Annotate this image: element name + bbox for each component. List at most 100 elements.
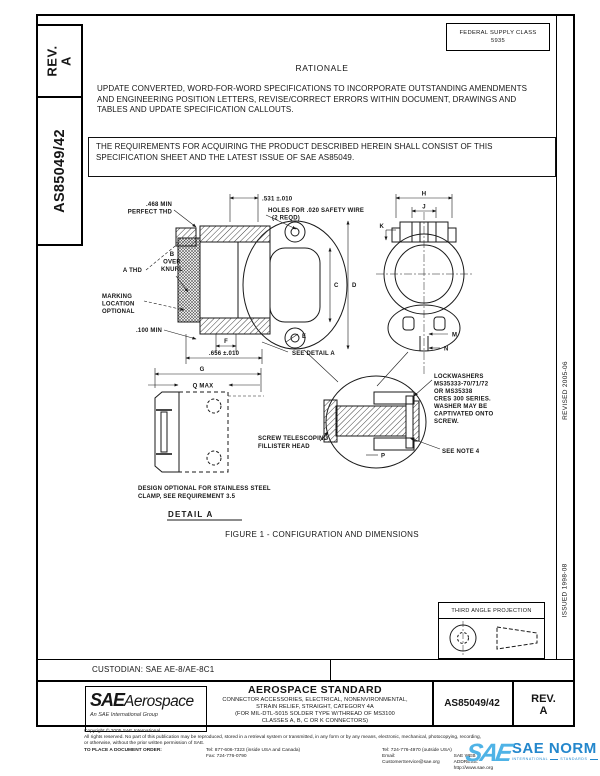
custodian-text: CUSTODIAN: SAE AE-8/AE-8C1: [92, 665, 215, 674]
side-view: [175, 220, 348, 350]
dim-m-label: M: [452, 333, 457, 339]
requirements-box: THE REQUIREMENTS FOR ACQUIRING THE PRODU…: [88, 137, 556, 177]
description-line-4: CLASSES A, B, C OR K CONNECTORS): [261, 718, 369, 724]
lockwashers-note-line-3: OR MS35338: [434, 389, 473, 395]
fax-number: Fax: 724-776-0790: [206, 753, 247, 759]
description-line-1: CONNECTOR ACCESSORIES, ELECTRICAL, NONEN…: [222, 697, 408, 703]
document-number: AS85049/42: [444, 698, 500, 709]
watermark-dash-2: [589, 758, 598, 760]
watermark-sub-standards: STANDARDS: [560, 757, 588, 761]
sae-norm-watermark: SAE SAE NORM INTERNATIONAL STANDARDS: [463, 739, 598, 767]
title-block-divider-2: [512, 682, 514, 727]
standard-type-heading: AEROSPACE STANDARD: [248, 684, 382, 696]
min-468-label-2: PERFECT THD: [128, 210, 173, 216]
min-100-label: .100 MIN: [136, 328, 162, 334]
watermark-sub-international: INTERNATIONAL: [511, 757, 549, 761]
rev-block-value: A: [539, 704, 548, 717]
issued-date-vertical: ISSUED 1998-08: [561, 562, 569, 618]
tel-inside: Tel: 877-606-7323 (inside USA and Canada…: [206, 747, 301, 753]
lockwashers-note-line-6: CAPTIVATED ONTO: [434, 412, 493, 418]
dim-531-label: .531 ±.010: [262, 197, 293, 203]
dim-f-label: F: [224, 339, 228, 345]
copyright-line: Copyright © 2005 SAE International: [84, 729, 161, 734]
web-address: SAE WEB ADDRESS: http://www.sae.org: [453, 753, 494, 772]
figure-1-drawing: .531 ±.010 HOLES FOR .020 SAFETY WIRE (2…: [102, 192, 493, 521]
lockwasher-detail: [303, 349, 441, 469]
left-margin-doc-number-box: AS85049/42: [36, 96, 83, 246]
order-label: TO PLACE A DOCUMENT ORDER:: [84, 747, 162, 753]
dim-656-label: .656 ±.010: [209, 351, 240, 357]
side-view-dimensions: [143, 194, 350, 364]
lockwashers-note-line-4: CRES 300 SERIES.: [434, 397, 491, 403]
fsc-code: 5935: [490, 38, 506, 44]
logo-tagline: An SAE International Group: [90, 712, 158, 718]
end-view: [376, 212, 472, 374]
custodian-divider: [330, 660, 331, 680]
right-margin-rule: [556, 14, 557, 659]
title-block: SAEAerospace An SAE International Group …: [36, 680, 575, 732]
dim-k-label: K: [379, 224, 384, 230]
b-label: B: [170, 252, 175, 258]
sae-logo-text: SAE: [90, 690, 125, 710]
rev-value: A: [58, 56, 74, 66]
watermark-dash-1: [550, 758, 559, 760]
see-detail-a-label: SEE DETAIL A: [292, 351, 335, 357]
dim-c-label: C: [334, 283, 339, 289]
design-optional-label-2: CLAMP, SEE REQUIREMENT 3.5: [138, 494, 236, 500]
design-optional-label-1: DESIGN OPTIONAL FOR STAINLESS STEEL: [138, 486, 271, 492]
custodian-row: CUSTODIAN: SAE AE-8/AE-8C1: [36, 659, 575, 680]
safety-wire-holes-label-1: HOLES FOR .020 SAFETY WIRE: [268, 208, 364, 214]
tel-outside: Tel: 724-776-4970 (outside USA): [382, 747, 452, 753]
dim-g-label: G: [200, 367, 205, 373]
lockwashers-note-line-1: LOCKWASHERS: [434, 374, 484, 380]
rationale-heading: RATIONALE: [295, 63, 349, 73]
aerospace-logo-text: Aerospace: [124, 693, 194, 710]
safety-wire-holes-label-2: (2 REQD): [272, 216, 300, 222]
third-angle-projection-box: THIRD ANGLE PROJECTION: [438, 602, 545, 659]
dim-j-label: J: [422, 205, 426, 211]
footer: Copyright © 2005 SAE International All r…: [84, 729, 493, 772]
figure-1-caption: FIGURE 1 - CONFIGURATION AND DIMENSIONS: [225, 530, 419, 539]
fsc-title: FEDERAL SUPPLY CLASS: [459, 30, 537, 36]
revised-date-vertical: REVISED 2005-06: [561, 360, 569, 420]
q-max-label: Q MAX: [193, 384, 214, 390]
email-address: Email: CustomerService@sae.org: [382, 753, 440, 766]
marking-label-2: LOCATION: [102, 302, 135, 308]
title-block-divider-1: [432, 682, 434, 727]
screw-label-1: SCREW TELESCOPING: [258, 436, 329, 442]
dim-e-label: E: [302, 334, 306, 340]
left-margin-rev-box: REV. A: [36, 24, 83, 98]
federal-supply-class-box: FEDERAL SUPPLY CLASS 5935: [446, 23, 550, 51]
dim-n-label: N: [444, 347, 449, 353]
third-angle-projection-label: THIRD ANGLE PROJECTION: [439, 603, 544, 619]
rationale-paragraph: UPDATE CONVERTED, WORD-FOR-WORD SPECIFIC…: [97, 84, 528, 114]
lockwashers-note-line-2: MS35333-70/71/72: [434, 382, 489, 388]
doc-number-vertical: AS85049/42: [51, 129, 68, 213]
sheet-border: [36, 14, 575, 727]
rights-line: All rights reserved. No part of this pub…: [84, 735, 481, 747]
marking-label-1: MARKING: [102, 294, 132, 300]
dim-h-label: H: [422, 192, 427, 198]
screw-label-2: FILLISTER HEAD: [258, 444, 310, 450]
detail-a-view: [148, 368, 264, 521]
dim-p-label: P: [381, 454, 385, 460]
third-angle-projection-icon: [449, 621, 538, 655]
lockwashers-note-line-5: WASHER MAY BE: [434, 404, 487, 410]
see-note-4-label: SEE NOTE 4: [442, 449, 480, 455]
rev-block-label: REV.: [531, 692, 556, 705]
rev-label: REV.: [44, 45, 60, 77]
knurl-label: KNURL: [161, 267, 183, 273]
detail-a-title: DETAIL A: [168, 510, 213, 519]
sae-norm-brand-text: SAE NORM: [511, 740, 597, 757]
marking-label-3: OPTIONAL: [102, 309, 135, 315]
end-view-dimensions: [366, 194, 453, 456]
a-thd-label: A THD: [123, 268, 143, 274]
dim-d-label: D: [352, 283, 357, 289]
lockwashers-note-line-7: SCREW.: [434, 419, 459, 425]
over-label: OVER: [163, 260, 181, 266]
sae-norm-logo-icon: SAE: [463, 739, 513, 767]
sae-aerospace-logo: SAEAerospace An SAE International Group: [85, 686, 207, 732]
min-468-label-1: .468 MIN: [146, 202, 172, 208]
description-line-2: STRAIN RELIEF, STRAIGHT, CATEGORY 4A: [256, 704, 374, 710]
